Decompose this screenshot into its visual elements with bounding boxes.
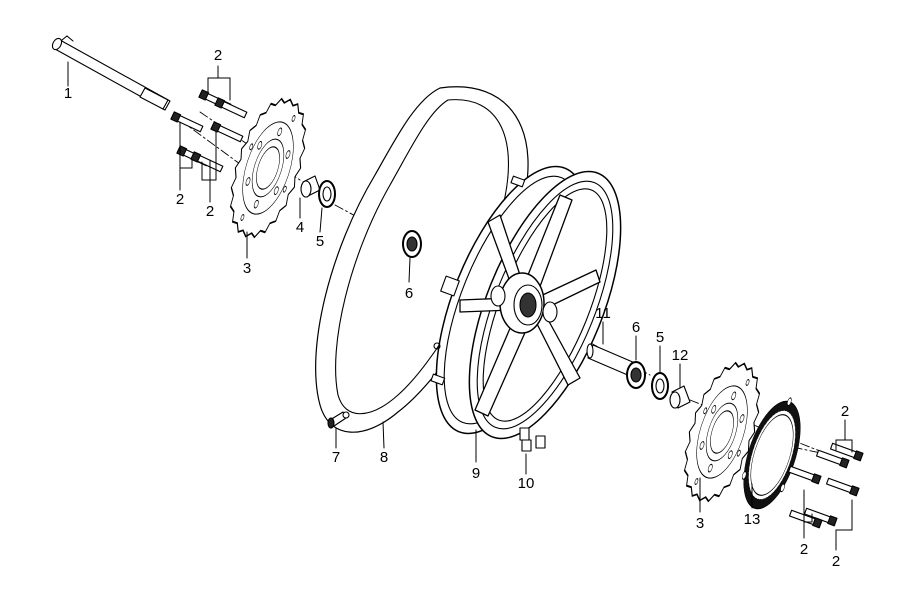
callout-3-left: 3 (242, 260, 252, 277)
callout-1: 1 (63, 85, 73, 102)
spacer-part-right (669, 385, 691, 409)
callout-13: 13 (743, 511, 761, 528)
balance-weights (519, 427, 546, 452)
callout-12: 12 (671, 347, 689, 364)
callout-8: 8 (379, 449, 389, 466)
callout-9: 9 (471, 465, 481, 482)
callout-11: 11 (595, 305, 611, 322)
callout-6-right: 6 (631, 319, 641, 336)
axle-part (51, 35, 171, 111)
callout-2-left-b: 2 (205, 203, 215, 220)
callout-10: 10 (517, 475, 535, 492)
left-brake-disc (229, 97, 307, 239)
tire-part (315, 86, 529, 433)
callout-3-right: 3 (695, 515, 705, 532)
callout-2-left-a: 2 (175, 191, 185, 208)
disc-bolts-right (787, 442, 864, 529)
spacer-part-left (300, 175, 321, 198)
callout-5-right: 5 (655, 329, 665, 346)
bearing-left (402, 230, 422, 258)
bearing-right (626, 361, 646, 389)
air-valve-part (327, 411, 350, 429)
oil-seal-right (651, 372, 669, 400)
disc-bolts-left (170, 89, 248, 173)
oil-seal-left (318, 180, 336, 208)
callout-4: 4 (295, 219, 305, 236)
callout-7: 7 (331, 449, 341, 466)
sensor-ring-part (741, 397, 801, 510)
callout-2-top-left: 2 (213, 47, 223, 64)
leader-lines (67, 61, 853, 551)
wheel-rim-part (430, 165, 622, 440)
callout-2-right-a: 2 (799, 541, 809, 558)
callout-2-right-top: 2 (840, 403, 850, 420)
callout-6-left: 6 (404, 285, 414, 302)
callout-5-left: 5 (315, 233, 325, 250)
right-brake-disc (683, 361, 761, 503)
callout-2-right-b: 2 (831, 553, 841, 570)
